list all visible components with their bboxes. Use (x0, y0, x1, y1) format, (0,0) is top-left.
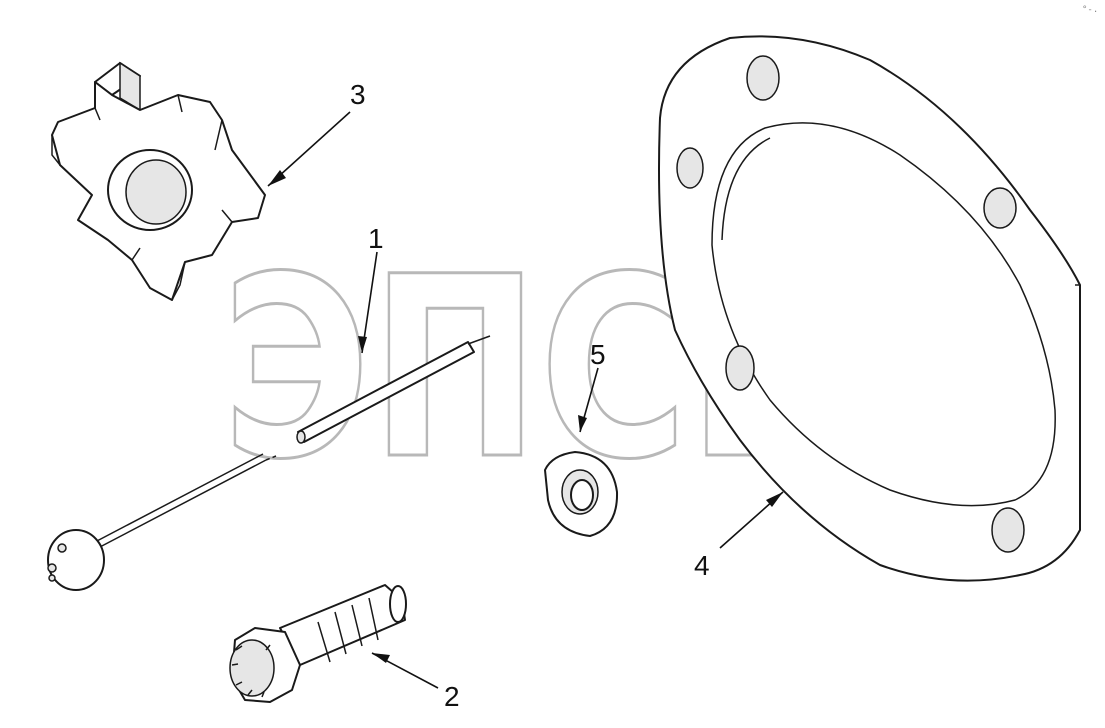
part-3-coupling-spider (51, 61, 266, 301)
leader-1 (361, 251, 378, 354)
callout-4: 4 (694, 550, 710, 581)
arrowhead-4 (766, 492, 783, 507)
part-1-probe-rod (47, 335, 491, 591)
arrowhead-1 (358, 336, 367, 353)
part-4-gasket (658, 35, 1081, 582)
callout-3: 3 (350, 79, 366, 110)
part-5-washer (544, 451, 619, 537)
callout-1: 1 (368, 223, 384, 254)
arrowhead-3 (268, 170, 286, 186)
leader-lines (267, 111, 784, 689)
callout-2: 2 (444, 681, 460, 712)
callout-5: 5 (590, 339, 606, 370)
part-2-splined-bolt (229, 584, 407, 703)
corner-mark: °-. (1082, 5, 1098, 15)
arrowhead-2 (372, 653, 390, 663)
arrowhead-5 (578, 415, 587, 432)
